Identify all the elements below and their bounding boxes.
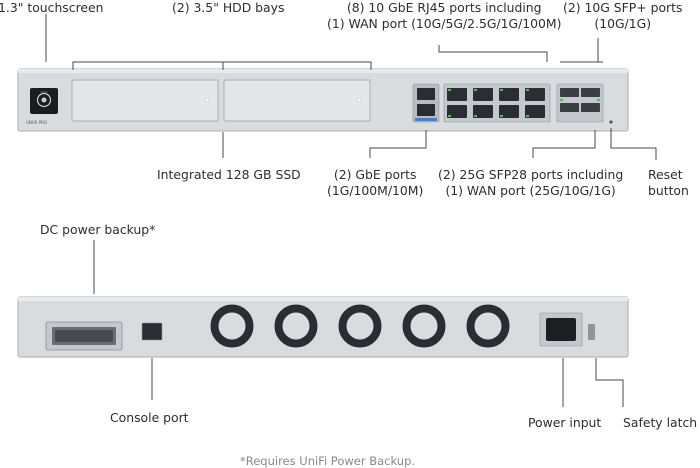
rj45-ports-label: (8) 10 GbE RJ45 ports including (1) WAN … [327, 0, 561, 31]
sfp-plus-ports-label-line1: (2) 10G SFP+ ports [563, 0, 683, 15]
sfp28-ports-label-line2: (1) WAN port (25G/10G/1G) [445, 182, 616, 198]
safety-latch-label: Safety latch [623, 415, 698, 430]
touchscreen-label: 1.3" touchscreen [0, 0, 104, 15]
hdd-bay-2[interactable] [223, 79, 371, 122]
rj45-ports-label-line1: (8) 10 GbE RJ45 ports including [346, 0, 542, 15]
reset-button-label: Reset button [648, 167, 689, 198]
sfp-port-block [556, 83, 604, 123]
sfp-plus-ports-label: (2) 10G SFP+ ports (10G/1G) [563, 0, 682, 31]
touchscreen: UniFi [30, 88, 58, 114]
gbe-port-block [412, 83, 440, 123]
leader-lines [45, 14, 657, 407]
sfp28-ports-label: (2) 25G SFP28 ports including (1) WAN po… [438, 167, 623, 198]
console-port [141, 322, 163, 341]
ssd-label: Integrated 128 GB SSD [157, 167, 301, 182]
rj45-ports-label-line2: (1) WAN port (10G/5G/2.5G/1G/100M) [327, 15, 562, 31]
gbe-ports-label: (2) GbE ports (1G/100M/10M) [327, 167, 423, 198]
model-label: UNVR PRO [26, 120, 47, 125]
dc-power-connector [45, 321, 123, 351]
footnote: *Requires UniFi Power Backup. [240, 454, 416, 468]
sfp28-ports-label-line1: (2) 25G SFP28 ports including [438, 167, 624, 182]
console-port-label: Console port [110, 410, 189, 425]
reset-button-label-line2: button [648, 182, 689, 198]
reset-button[interactable] [609, 120, 613, 124]
power-input-socket [539, 312, 583, 347]
screen-text: UniFi [40, 90, 47, 94]
safety-latch[interactable] [588, 324, 595, 340]
sfp-plus-ports-label-line2: (10G/1G) [594, 15, 652, 31]
rj45-port-block [443, 83, 551, 123]
hdd-bay-1[interactable] [71, 79, 219, 122]
power-input-label: Power input [528, 415, 602, 430]
hdd-bays-label: (2) 3.5" HDD bays [172, 0, 285, 15]
reset-button-label-line1: Reset [648, 167, 683, 182]
dc-power-label: DC power backup* [40, 222, 156, 237]
fan-vents [210, 304, 510, 348]
gbe-ports-label-line2: (1G/100M/10M) [327, 182, 424, 198]
gbe-ports-label-line1: (2) GbE ports [333, 167, 417, 182]
